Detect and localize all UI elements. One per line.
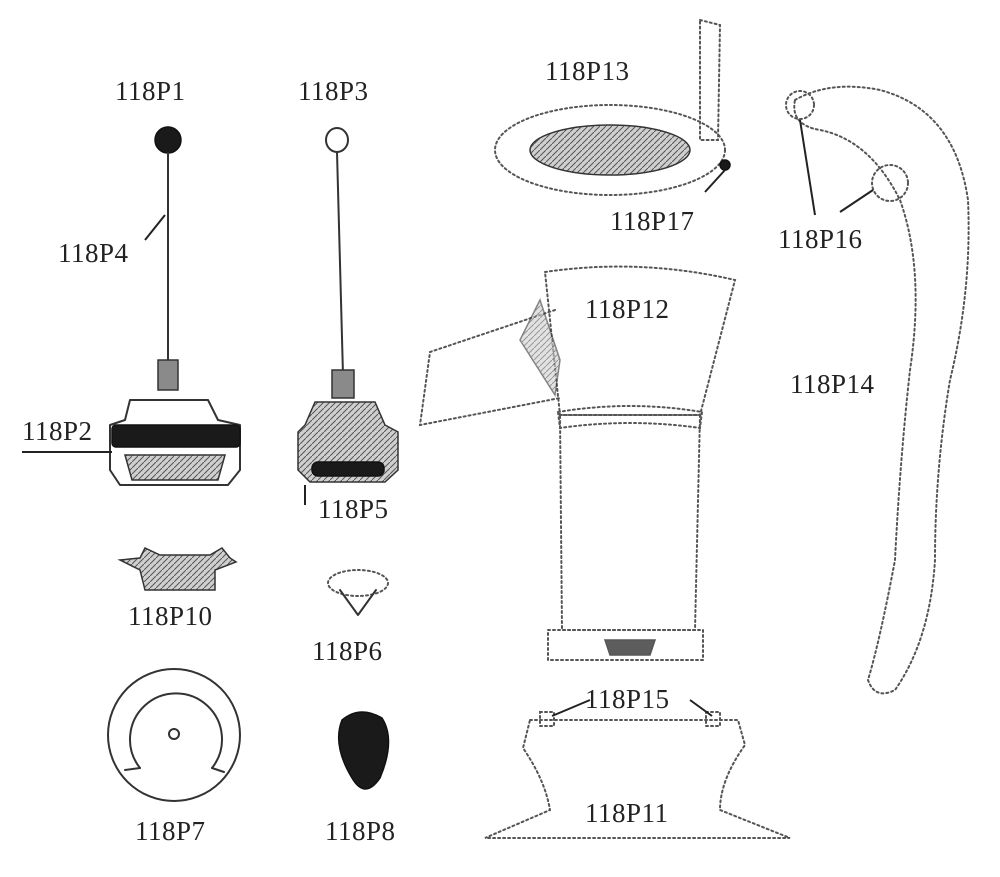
foot-valve-weight [337, 711, 390, 790]
label-118P16: 118P16 [778, 224, 863, 254]
rod-coupler [157, 359, 179, 391]
poppet-valve-stem [339, 589, 377, 616]
pump-cap-assembly [494, 18, 731, 196]
pump-barrel [558, 414, 702, 631]
label-118P12: 118P12 [585, 294, 670, 324]
label-118P1: 118P1 [115, 76, 186, 106]
label-118P11: 118P11 [585, 798, 669, 828]
handle-pivot-eye [785, 90, 815, 120]
leader-118P4 [144, 214, 166, 241]
label-118P7: 118P7 [135, 816, 206, 846]
leather-cup-band [111, 424, 241, 448]
cap-pivot-pin [699, 18, 722, 141]
label-118P10: 118P10 [128, 601, 213, 631]
pump-leather-outer [107, 668, 241, 802]
label-118P13: 118P13 [545, 56, 630, 86]
pump-leather-notch [124, 767, 225, 773]
label-118P8: 118P8 [325, 816, 396, 846]
stand-bolt-left [539, 711, 555, 727]
part-labels: 118P1 118P3 118P4 118P2 118P5 118P10 118… [22, 56, 875, 846]
barrel-ring [556, 405, 704, 430]
pump-spout [418, 309, 561, 427]
valve-seat-part [117, 547, 238, 591]
pump-base-flange [547, 629, 704, 661]
base-flange-detail [603, 639, 657, 656]
label-118P6: 118P6 [312, 636, 383, 666]
valve-rod [336, 151, 344, 376]
label-118P15: 118P15 [585, 684, 670, 714]
pump-upper-chamber [543, 265, 737, 416]
label-118P4: 118P4 [58, 238, 129, 268]
pump-handle [785, 85, 970, 695]
label-118P3: 118P3 [298, 76, 369, 106]
handle-link-eye [871, 164, 909, 202]
check-valve-rod-assembly [297, 127, 399, 505]
small-parts [107, 547, 390, 802]
handle-arm [793, 85, 970, 695]
leader-118P16-b [839, 189, 874, 213]
pump-leather-inner-ring [129, 692, 223, 769]
cap-pivot-bolt [719, 159, 731, 171]
leader-118P15-b [689, 699, 713, 717]
cap-inner-dish [529, 124, 691, 176]
label-118P14: 118P14 [790, 369, 875, 399]
pump-stand [484, 699, 791, 839]
pump-leather-center [168, 728, 180, 740]
label-118P17: 118P17 [610, 206, 695, 236]
valve-coupler [331, 369, 355, 399]
stand-body [484, 719, 791, 839]
plunger-rod-assembly [22, 126, 241, 486]
poppet-valve-top [327, 569, 389, 597]
stand-bolt-right [705, 711, 721, 727]
cap-outer-rim [494, 104, 726, 196]
spout-shading [519, 298, 561, 398]
rod-eye-ring [325, 127, 349, 153]
label-118P2: 118P2 [22, 416, 93, 446]
pump-body [418, 265, 737, 661]
plunger-valve-bottom [124, 454, 226, 481]
leader-118P16-a [799, 119, 816, 216]
plunger-cup-body [109, 399, 241, 486]
leader-118P17 [704, 169, 726, 193]
rod-eye-knob [154, 126, 182, 154]
check-valve-seal [311, 461, 385, 477]
leader-118P15-a [551, 699, 591, 717]
label-118P5: 118P5 [318, 494, 389, 524]
